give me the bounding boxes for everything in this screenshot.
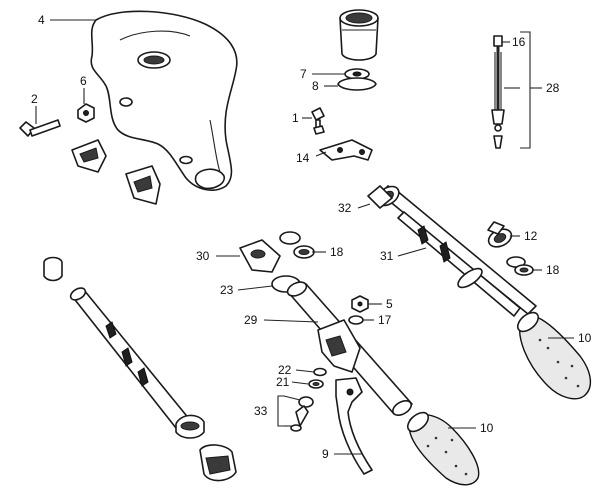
- leader-33-a: [283, 395, 301, 401]
- callout-10-upper: 10: [578, 331, 592, 345]
- leader-14: [315, 151, 327, 157]
- callout-6: 6: [80, 74, 87, 88]
- callout-31: 31: [380, 249, 394, 263]
- callout-21: 21: [276, 375, 290, 389]
- leader-23: [237, 285, 273, 291]
- callout-10-lower: 10: [480, 421, 494, 435]
- left-handlebar-tube: [43, 256, 191, 429]
- callout-2: 2: [31, 92, 38, 106]
- washer-17: [348, 315, 364, 325]
- callout-18-right: 18: [546, 263, 560, 277]
- callout-17: 17: [378, 313, 392, 327]
- callout-1: 1: [292, 111, 299, 125]
- bracket-33: [277, 395, 284, 427]
- washer-pair-18-right: [506, 256, 534, 276]
- tube-end-fitting-32: [367, 185, 393, 209]
- leader-29: [263, 319, 319, 323]
- clamp-bracket-lower: [125, 165, 161, 205]
- washer-pair-18-center: [279, 231, 315, 259]
- callout-30: 30: [196, 249, 210, 263]
- clamp-ring-12: [487, 221, 513, 248]
- callout-7: 7: [300, 67, 307, 81]
- washer-22: [313, 367, 327, 377]
- callout-28: 28: [546, 81, 560, 95]
- screw-1: [311, 107, 325, 135]
- right-grip-lower: [406, 411, 480, 486]
- hex-nut-6: [77, 103, 95, 123]
- right-grip-upper: [516, 311, 591, 400]
- callout-29: 29: [244, 313, 258, 327]
- callout-16: 16: [512, 35, 526, 49]
- leader-22: [295, 369, 315, 373]
- speedometer-cable: [491, 35, 505, 149]
- callout-22: 22: [278, 363, 292, 377]
- brake-lever-9: [335, 377, 373, 475]
- pivot-bolt-33: [290, 396, 314, 432]
- bolt-2: [19, 119, 61, 137]
- leader-31: [397, 247, 427, 257]
- callout-33: 33: [254, 404, 268, 418]
- callout-9: 9: [322, 447, 329, 461]
- nut-5: [351, 295, 369, 313]
- leader-32: [357, 203, 371, 209]
- washer-21: [308, 379, 324, 389]
- leader-21: [291, 381, 309, 385]
- callout-32: 32: [338, 201, 352, 215]
- callout-12: 12: [524, 229, 538, 243]
- left-grip-end: [199, 444, 237, 482]
- right-handlebar-tube: [376, 185, 537, 317]
- callout-18-center: 18: [330, 245, 344, 259]
- bracket-28: [520, 31, 531, 149]
- callout-23: 23: [220, 283, 234, 297]
- speedometer-base-8: [337, 77, 377, 91]
- callout-4: 4: [38, 13, 45, 27]
- callout-8: 8: [312, 79, 319, 93]
- callout-5: 5: [386, 297, 393, 311]
- left-tube-fitting: [175, 414, 205, 439]
- center-handlebar-tube-29: [286, 281, 413, 417]
- speedometer: [339, 9, 379, 61]
- switch-block-30: [239, 239, 281, 273]
- mounting-bracket-14: [319, 139, 373, 161]
- clamp-bracket-upper: [71, 139, 107, 173]
- callout-14: 14: [296, 151, 310, 165]
- headlamp-housing: [90, 10, 238, 191]
